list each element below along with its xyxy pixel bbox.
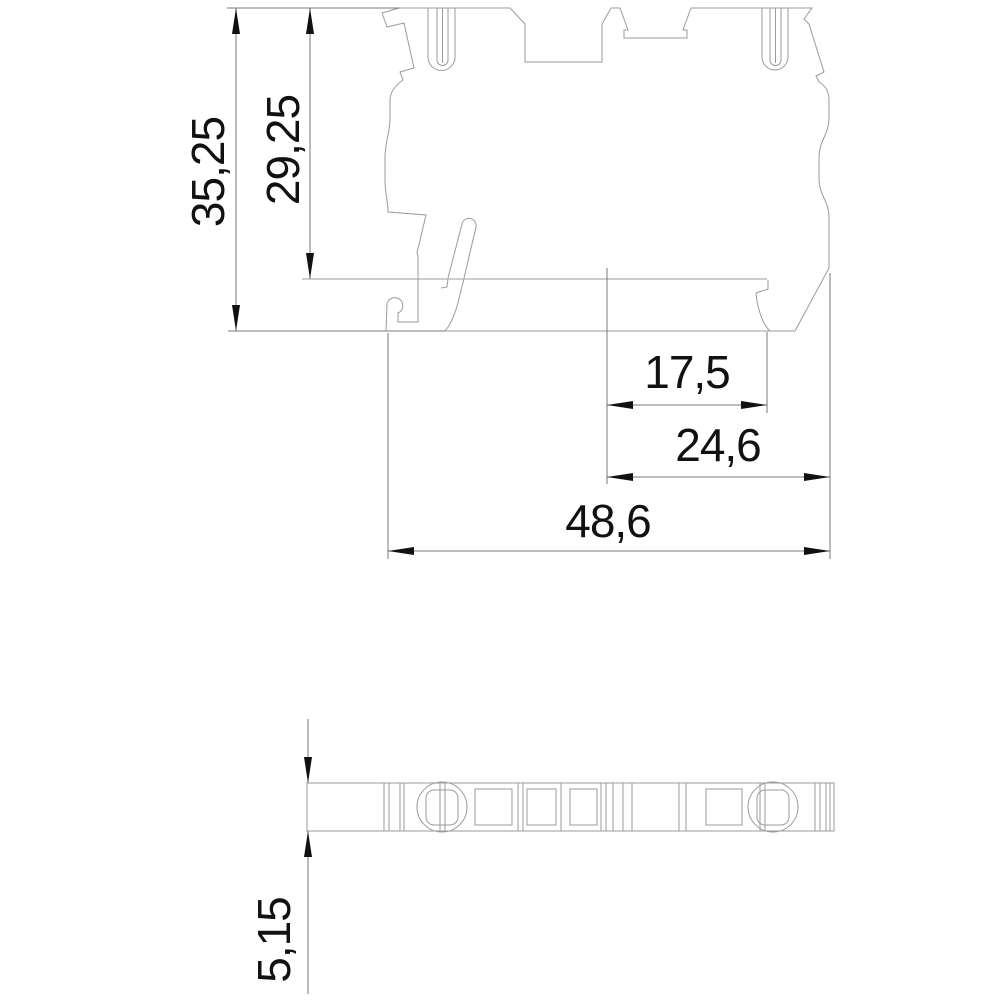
- arrowhead-up: [232, 8, 240, 34]
- arrowhead-up: [304, 831, 312, 857]
- wire-slot-left: [427, 8, 456, 71]
- strip-outline: [306, 782, 835, 832]
- arrowhead-left: [607, 473, 633, 481]
- screw-head-right: [747, 781, 799, 833]
- dim-label-width-medium: 24,6: [675, 419, 761, 471]
- dimension-5-15: 5,15: [248, 719, 312, 994]
- dim-label-width-small: 17,5: [644, 346, 730, 398]
- screw-slot-right: [756, 789, 790, 826]
- dimension-24-6: 24,6: [607, 419, 830, 481]
- clamp-opening-3: [569, 788, 598, 826]
- dim-label-width-overall: 48,6: [565, 495, 651, 547]
- arrowhead-left: [607, 401, 633, 409]
- arrowhead-up: [306, 8, 314, 34]
- body-outline-left: [381, 7, 427, 332]
- side-view-dimensions: 35,25 29,25 17,5 24,6 48,6: [182, 7, 831, 559]
- screw-head-left: [416, 781, 468, 833]
- arrowhead-down: [304, 757, 312, 783]
- side-view-geometry: [302, 7, 830, 332]
- clamp-opening-4: [705, 788, 743, 826]
- release-lever: [440, 217, 477, 332]
- arrowhead-right: [804, 547, 830, 555]
- screw-slot-left: [425, 789, 459, 826]
- dimension-48-6: 48,6: [388, 495, 830, 555]
- top-view-dimension: 5,15: [248, 719, 312, 994]
- clamp-opening-2: [526, 788, 557, 826]
- arrowhead-down: [232, 305, 240, 331]
- arrowhead-left: [388, 547, 414, 555]
- arrowhead-right: [804, 473, 830, 481]
- top-view-geometry: [306, 781, 835, 833]
- dimension-17-5: 17,5: [607, 346, 767, 409]
- dimension-29-25: 29,25: [257, 8, 314, 279]
- arrowhead-right: [741, 401, 767, 409]
- dim-label-overall-height: 35,25: [182, 117, 234, 227]
- dim-label-thickness: 5,15: [248, 897, 300, 983]
- dimension-35-25: 35,25: [182, 8, 240, 331]
- strip-partition-lines: [383, 783, 831, 831]
- clamp-opening-1: [474, 788, 513, 826]
- arrowhead-down: [306, 253, 314, 279]
- wire-slot-right: [761, 8, 789, 71]
- dim-label-upper-height: 29,25: [257, 95, 309, 205]
